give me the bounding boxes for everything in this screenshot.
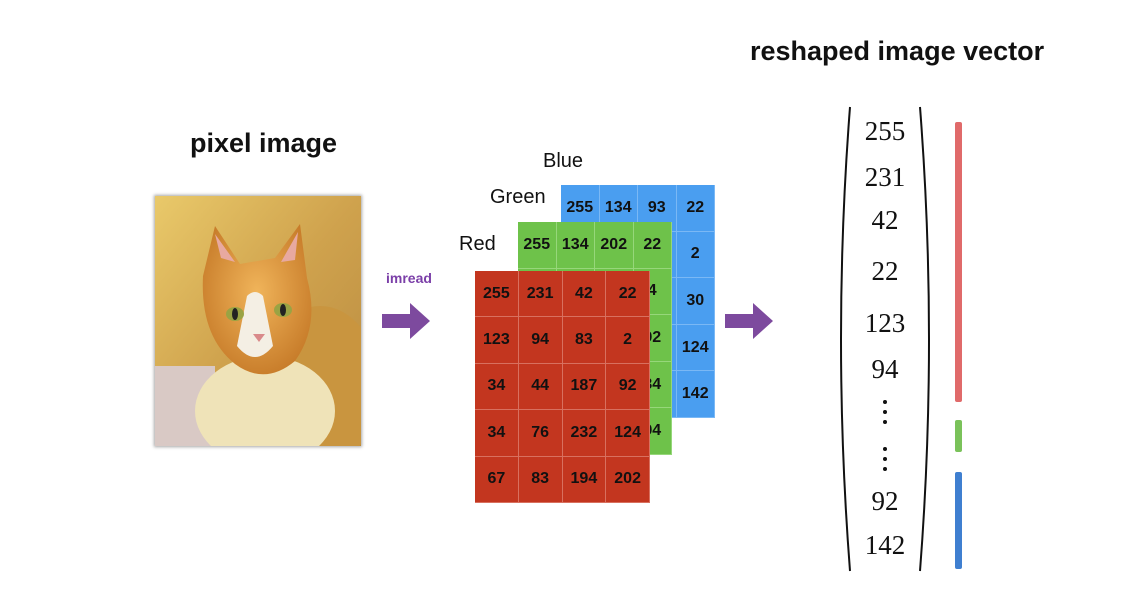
vector-value: 255 bbox=[864, 116, 906, 146]
red-grid-cell: 83 bbox=[562, 317, 607, 364]
red-grid-cell: 44 bbox=[518, 363, 563, 411]
ellipsis-dot bbox=[883, 410, 887, 414]
arrow-right-icon bbox=[725, 303, 773, 339]
left-paren-icon bbox=[840, 106, 851, 572]
red-grid-cell: 34 bbox=[475, 363, 519, 411]
red-grid-cell: 187 bbox=[562, 363, 607, 411]
right-paren-icon bbox=[919, 106, 930, 572]
ellipsis-dot bbox=[883, 457, 887, 461]
red-grid-cell: 76 bbox=[518, 410, 563, 457]
ellipsis-dot bbox=[883, 400, 887, 404]
green-grid-cell: 22 bbox=[633, 222, 672, 269]
imread-label: imread bbox=[386, 270, 432, 286]
red-grid-cell: 67 bbox=[475, 456, 519, 503]
ellipsis-dot bbox=[883, 467, 887, 471]
cat-image bbox=[155, 196, 361, 446]
red-grid-cell: 94 bbox=[518, 317, 563, 364]
vector-value: 123 bbox=[864, 308, 906, 338]
ellipsis-dot bbox=[883, 447, 887, 451]
blue-segment-bar bbox=[955, 472, 962, 569]
blue-grid-cell: 142 bbox=[676, 371, 715, 418]
ellipsis-dot bbox=[883, 420, 887, 424]
red-grid-cell: 231 bbox=[518, 271, 563, 318]
red-channel-label: Red bbox=[459, 233, 496, 255]
green-segment-bar bbox=[955, 420, 962, 452]
red-grid-cell: 194 bbox=[562, 456, 607, 503]
red-grid-cell: 22 bbox=[606, 271, 650, 318]
green-grid-cell: 4 bbox=[633, 268, 672, 316]
red-grid-cell: 255 bbox=[475, 271, 519, 318]
red-segment-bar bbox=[955, 122, 962, 402]
red-grid-cell: 123 bbox=[475, 317, 519, 364]
arrow-right-icon bbox=[382, 303, 430, 339]
vector-value: 94 bbox=[871, 354, 899, 384]
blue-grid-cell: 124 bbox=[676, 324, 715, 372]
green-grid-cell: 202 bbox=[595, 222, 634, 269]
vector-title: reshaped image vector bbox=[750, 36, 1045, 66]
red-grid-cell: 42 bbox=[562, 271, 607, 318]
blue-grid-cell: 2 bbox=[676, 231, 715, 279]
blue-grid-cell: 30 bbox=[676, 278, 715, 325]
vector-value: 92 bbox=[871, 486, 899, 516]
green-grid-cell: 134 bbox=[556, 222, 595, 269]
green-channel-label: Green bbox=[490, 186, 546, 208]
pixel-image-title: pixel image bbox=[190, 128, 338, 158]
red-grid-cell: 34 bbox=[475, 410, 519, 457]
vector-value: 142 bbox=[864, 530, 906, 560]
blue-grid-cell: 22 bbox=[676, 185, 715, 232]
red-grid-cell: 124 bbox=[606, 410, 650, 457]
blue-channel-label: Blue bbox=[543, 150, 584, 172]
red-grid-cell: 83 bbox=[518, 456, 563, 503]
red-grid-cell: 92 bbox=[606, 363, 650, 411]
vector-value: 22 bbox=[871, 256, 899, 286]
green-grid-cell: 255 bbox=[518, 222, 557, 269]
red-grid-cell: 2 bbox=[606, 317, 650, 364]
red-grid-cell: 202 bbox=[606, 456, 650, 503]
vector-value: 42 bbox=[871, 205, 899, 235]
vector-value: 231 bbox=[864, 162, 906, 192]
red-grid-cell: 232 bbox=[562, 410, 607, 457]
